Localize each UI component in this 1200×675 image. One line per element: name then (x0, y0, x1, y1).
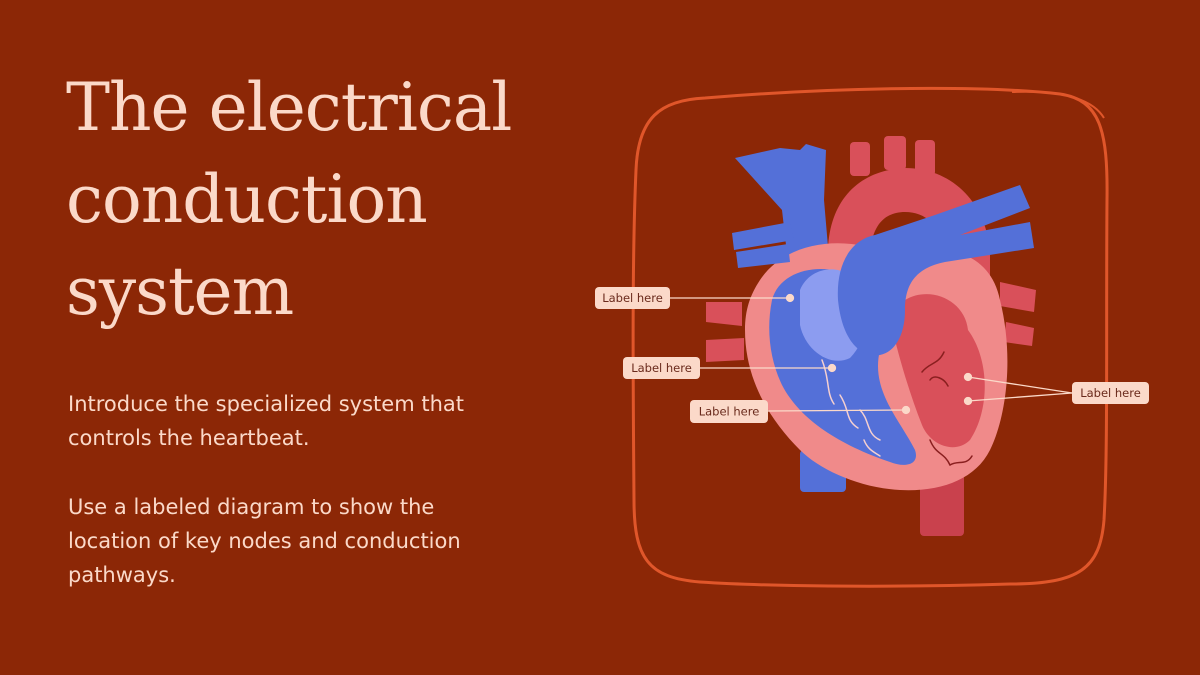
label-1: Label here (595, 287, 670, 309)
label-2: Label here (623, 357, 700, 379)
title-line-2: conduction (66, 161, 428, 238)
label-3: Label here (690, 400, 768, 423)
superior-vena-cava (735, 144, 830, 280)
heart-illustration (706, 136, 1036, 536)
instruction-paragraph: Use a labeled diagram to show the locati… (68, 495, 461, 587)
intro-paragraph: Introduce the specialized system that co… (68, 392, 464, 450)
title-line-3: system (66, 253, 294, 330)
label-4-text: Label here (1080, 386, 1141, 400)
label-1-text: Label here (602, 291, 663, 305)
label-4: Label here (1072, 382, 1149, 404)
label-3-text: Label here (699, 405, 760, 419)
label-2-text: Label here (631, 361, 692, 375)
pulmonary-artery (837, 185, 1034, 356)
left-chambers (893, 294, 985, 448)
label-connectors (670, 293, 1073, 415)
slide-title: The electrical conduction system (66, 62, 586, 338)
title-line-1: The electrical (66, 69, 512, 146)
